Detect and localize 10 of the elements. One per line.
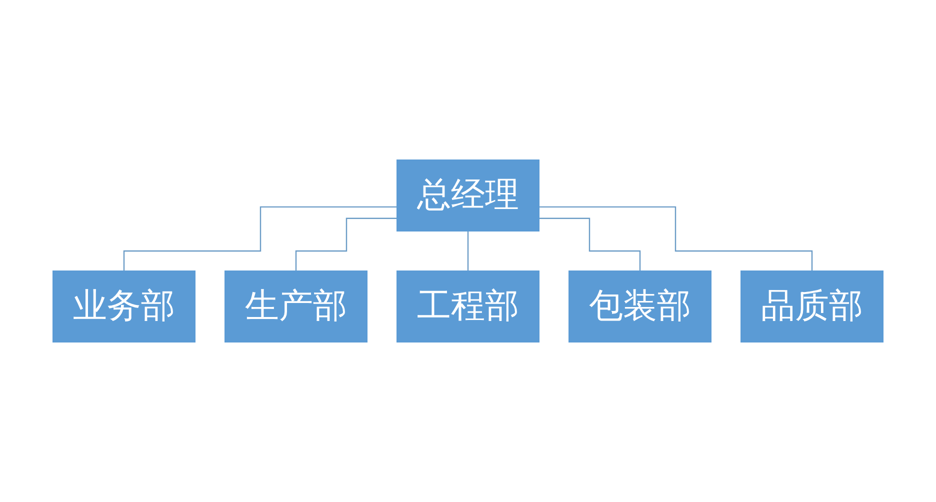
connector <box>295 218 397 272</box>
connector <box>123 206 397 272</box>
node-box: 工程部 <box>396 270 540 342</box>
node-box: 生产部 <box>224 270 368 342</box>
connector <box>539 218 641 272</box>
connector <box>539 206 813 272</box>
node-box: 品质部 <box>740 270 884 342</box>
node-box: 业务部 <box>52 270 196 342</box>
connector <box>467 230 469 272</box>
node-box: 包装部 <box>568 270 712 342</box>
